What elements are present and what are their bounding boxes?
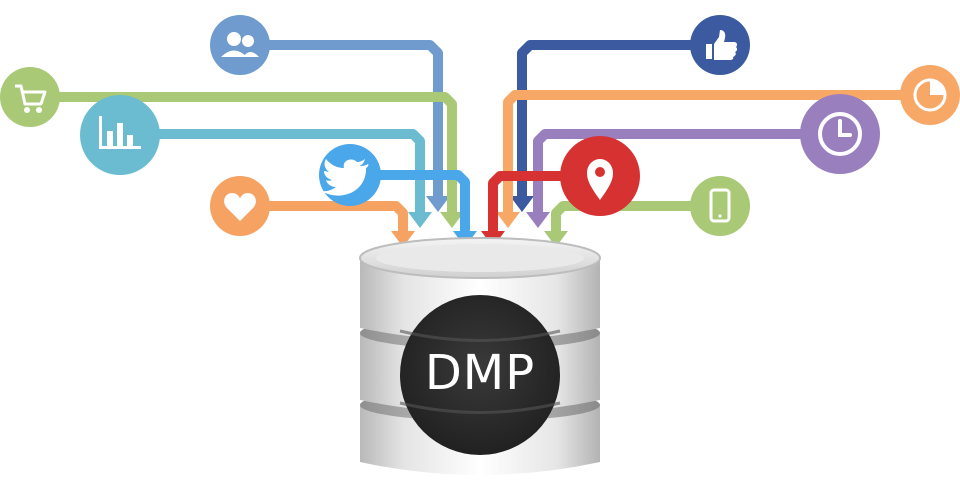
connector-like <box>510 40 720 212</box>
connector-heart <box>240 201 415 247</box>
shopping-cart-icon <box>0 67 60 127</box>
connector-mobile <box>544 201 720 247</box>
connector-users <box>240 40 450 212</box>
dmp-label: DMP <box>425 345 535 401</box>
connector-cart <box>30 92 464 228</box>
users-icon <box>210 15 270 75</box>
dmp-badge: DMP <box>399 295 561 455</box>
connector-chart <box>120 129 432 228</box>
bar-chart-icon <box>80 95 160 175</box>
thumbs-up-icon <box>690 15 750 75</box>
twitter-icon <box>319 144 381 206</box>
location-pin-icon <box>560 136 640 216</box>
pie-chart-icon <box>900 65 960 125</box>
heart-icon <box>210 176 270 236</box>
clock-icon <box>800 94 880 174</box>
connector-pie <box>496 90 930 228</box>
mobile-phone-icon <box>690 176 750 236</box>
database-cylinder: DMP <box>359 237 601 475</box>
